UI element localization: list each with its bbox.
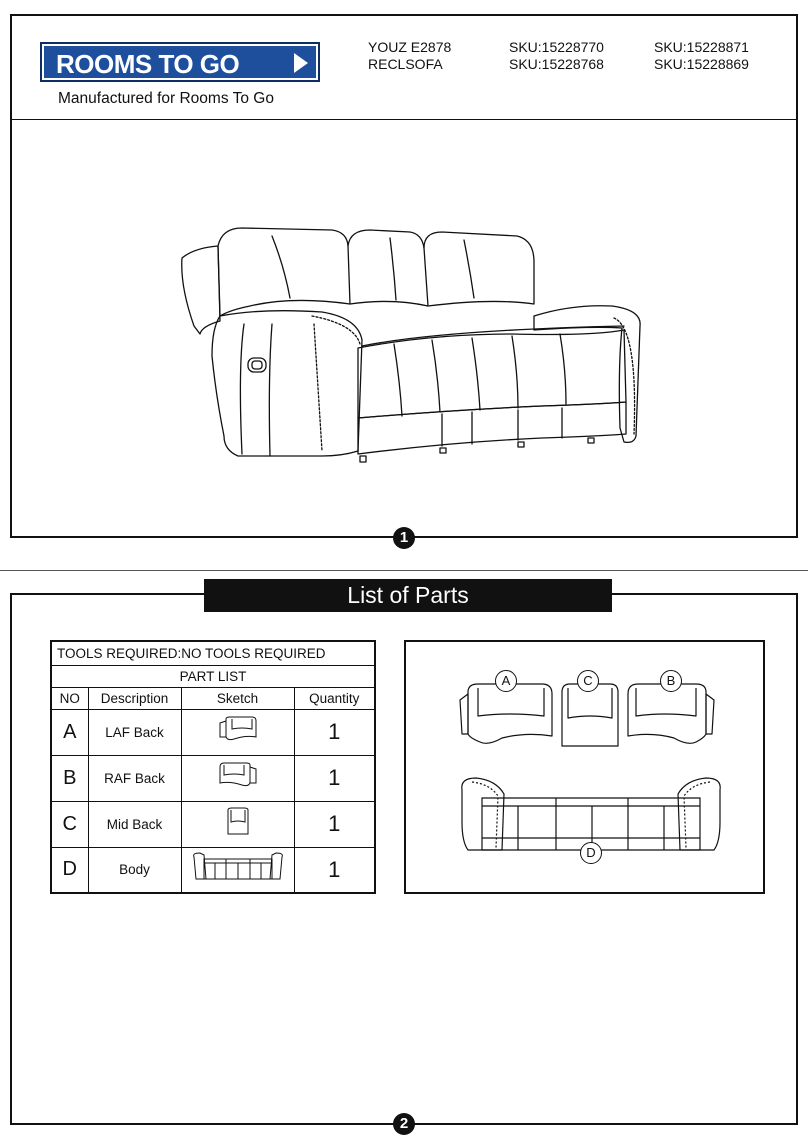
sku: SKU:15228869 xyxy=(654,56,749,72)
sku: SKU:15228871 xyxy=(654,39,749,55)
sku: SKU:15228768 xyxy=(509,56,604,72)
part-sketch xyxy=(180,754,295,802)
body-sketch xyxy=(192,852,283,880)
part-label-c: C xyxy=(577,670,599,692)
reclining-sofa-illustration xyxy=(181,227,641,463)
manufactured-for: Manufactured for Rooms To Go xyxy=(58,90,274,107)
sku-column-2: SKU:15228871 SKU:15228869 xyxy=(654,39,749,73)
part-no: A xyxy=(50,708,89,756)
model-type: RECLSOFA xyxy=(368,56,443,72)
parts-list-table: TOOLS REQUIRED:NO TOOLS REQUIRED PART LI… xyxy=(50,640,376,894)
header-quantity: Quantity xyxy=(293,686,376,710)
sku: SKU:15228770 xyxy=(509,39,604,55)
header-divider xyxy=(12,119,796,120)
logo-text: ROOMS TO GO xyxy=(56,49,240,79)
tools-required: TOOLS REQUIRED:NO TOOLS REQUIRED xyxy=(50,640,376,666)
header-no: NO xyxy=(50,686,89,710)
part-sketch xyxy=(180,708,295,756)
part-no: B xyxy=(50,754,89,802)
part-sketch xyxy=(180,846,295,894)
header-description: Description xyxy=(87,686,182,710)
table-row: D Body 1 xyxy=(50,846,376,894)
part-description: Mid Back xyxy=(87,800,182,848)
part-label-b: B xyxy=(660,670,682,692)
step-1-badge: 1 xyxy=(393,527,415,549)
laf-back-sketch xyxy=(219,716,256,740)
part-quantity: 1 xyxy=(293,708,376,756)
part-quantity: 1 xyxy=(293,754,376,802)
model-info: YOUZ E2878 RECLSOFA xyxy=(368,39,451,73)
raf-back-sketch xyxy=(219,762,256,786)
part-no: D xyxy=(50,846,89,894)
page-1-frame: ROOMS TO GO Manufactured for Rooms To Go… xyxy=(10,14,798,538)
model-code: YOUZ E2878 xyxy=(368,39,452,55)
part-label-d: D xyxy=(580,842,602,864)
part-description: RAF Back xyxy=(87,754,182,802)
rooms-to-go-logo: ROOMS TO GO xyxy=(40,42,320,82)
table-row: B RAF Back 1 xyxy=(50,754,376,802)
table-row: C Mid Back 1 xyxy=(50,800,376,848)
part-list-title: PART LIST xyxy=(50,664,376,688)
part-no: C xyxy=(50,800,89,848)
list-of-parts-banner: List of Parts xyxy=(204,579,612,612)
part-description: Body xyxy=(87,846,182,894)
step-2-badge: 2 xyxy=(393,1113,415,1135)
header-sketch: Sketch xyxy=(180,686,295,710)
page-divider xyxy=(0,570,808,571)
mid-back-sketch xyxy=(227,807,248,834)
parts-diagram: A C B D xyxy=(404,640,765,894)
table-row: A LAF Back 1 xyxy=(50,708,376,756)
part-quantity: 1 xyxy=(293,800,376,848)
sku-column-1: SKU:15228770 SKU:15228768 xyxy=(509,39,604,73)
part-label-a: A xyxy=(495,670,517,692)
part-description: LAF Back xyxy=(87,708,182,756)
part-sketch xyxy=(180,800,295,848)
part-quantity: 1 xyxy=(293,846,376,894)
play-arrow-icon xyxy=(294,53,308,73)
